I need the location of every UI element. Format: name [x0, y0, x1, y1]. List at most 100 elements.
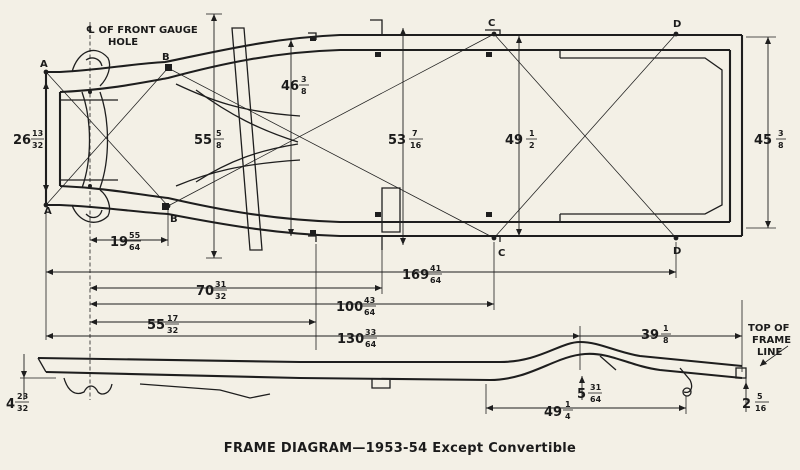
svg-text:64: 64	[129, 243, 141, 252]
svg-text:46: 46	[281, 79, 299, 94]
svg-text:64: 64	[365, 340, 377, 349]
side-rear-bumper-bracket	[735, 367, 747, 379]
front-gauge-note-line1: ℄ OF FRONT GAUGE	[86, 25, 198, 36]
svg-text:130: 130	[337, 332, 364, 347]
svg-text:169: 169	[402, 268, 429, 283]
front-crossmember	[60, 91, 118, 189]
svg-text:32: 32	[215, 292, 226, 301]
svg-text:1: 1	[565, 400, 571, 409]
svg-text:53: 53	[388, 133, 406, 148]
svg-text:2: 2	[529, 141, 535, 150]
point-c-bottom: C	[498, 248, 505, 259]
lower-rail-inner	[59, 184, 730, 224]
dim-53: 53 7 16	[388, 129, 423, 150]
upper-rail-outer	[59, 33, 742, 74]
dim-2: 2 5 16	[742, 392, 769, 413]
diagonal-lines	[45, 33, 677, 239]
dim-5: 5 31 64	[577, 383, 602, 404]
point-c-top: C	[488, 18, 495, 29]
side-rail-bottom	[45, 352, 743, 382]
svg-text:100: 100	[336, 300, 363, 315]
svg-text:64: 64	[590, 395, 602, 404]
rear-kickup	[559, 50, 723, 222]
svg-text:5: 5	[577, 387, 586, 402]
svg-text:45: 45	[754, 133, 772, 148]
svg-text:17: 17	[167, 314, 178, 323]
svg-text:19: 19	[110, 235, 128, 250]
dim-39: 39 1 8	[641, 324, 671, 345]
side-dimensions	[20, 354, 749, 414]
side-shackle	[682, 387, 692, 397]
dim-4: 4 23 32	[6, 392, 29, 413]
measurement-points	[43, 31, 679, 241]
svg-text:31: 31	[215, 280, 227, 289]
upper-rail-inner	[59, 48, 730, 94]
side-details	[139, 355, 693, 399]
svg-text:2: 2	[742, 397, 751, 412]
caption-sub: Except Convertible	[432, 441, 577, 456]
front-gauge-note-line2: HOLE	[108, 37, 138, 48]
svg-text:16: 16	[755, 404, 767, 413]
top-frame-note-line3: LINE	[757, 347, 782, 358]
front-spring-pocket-top	[71, 49, 111, 87]
svg-text:64: 64	[364, 308, 376, 317]
svg-text:31: 31	[590, 383, 602, 392]
svg-text:64: 64	[430, 276, 442, 285]
dim-55-17-32: 55 17 32	[147, 314, 179, 335]
dim-49-quarter: 49 1 4	[544, 400, 573, 421]
svg-text:5: 5	[757, 392, 763, 401]
dim-19: 19 55 64	[110, 231, 141, 252]
svg-text:26: 26	[13, 133, 31, 148]
rear-crossmember	[728, 35, 744, 236]
svg-text:39: 39	[641, 328, 659, 343]
svg-text:8: 8	[216, 141, 222, 150]
svg-text:41: 41	[430, 264, 442, 273]
svg-text:70: 70	[196, 284, 214, 299]
point-d-top: D	[673, 19, 681, 30]
svg-text:8: 8	[301, 87, 307, 96]
point-d-bottom: D	[673, 246, 681, 257]
point-b-bottom: B	[170, 214, 178, 225]
dim-130: 130 33 64	[337, 328, 377, 349]
dim-49-half: 49 1 2	[505, 129, 537, 150]
svg-text:1: 1	[663, 324, 669, 333]
front-spring-pocket-bottom	[71, 189, 111, 223]
dim-55-5-8: 55 5 8	[194, 129, 224, 150]
svg-text:55: 55	[147, 318, 165, 333]
svg-text:3: 3	[301, 75, 307, 84]
svg-text:16: 16	[410, 141, 422, 150]
svg-text:32: 32	[167, 326, 178, 335]
frame-top-view	[44, 19, 744, 251]
width-dimensions	[43, 13, 776, 259]
caption-main: FRAME DIAGRAM—1953-54	[223, 441, 428, 456]
top-frame-note-line2: FRAME	[752, 335, 791, 346]
top-frame-note-line1: TOP OF	[748, 323, 789, 334]
dim-45: 45 3 8	[754, 129, 786, 150]
svg-text:33: 33	[365, 328, 376, 337]
frame-side-view	[37, 340, 747, 399]
svg-text:32: 32	[32, 141, 43, 150]
dim-70: 70 31 32	[196, 280, 227, 301]
svg-text:23: 23	[17, 392, 28, 401]
dim-169: 169 41 64	[402, 264, 442, 285]
point-a-top: A	[40, 59, 48, 70]
lower-rail-outer	[59, 203, 742, 238]
svg-text:32: 32	[17, 404, 28, 413]
point-b-top: B	[162, 52, 170, 63]
svg-text:3: 3	[778, 129, 784, 138]
svg-text:13: 13	[32, 129, 43, 138]
svg-text:55: 55	[194, 133, 212, 148]
brackets	[308, 19, 501, 250]
mid-crossmember	[381, 187, 401, 233]
svg-text:8: 8	[663, 336, 669, 345]
svg-text:5: 5	[216, 129, 222, 138]
svg-text:49: 49	[544, 405, 562, 420]
svg-text:43: 43	[364, 296, 375, 305]
svg-text:8: 8	[778, 141, 784, 150]
side-rail-top	[37, 340, 743, 368]
svg-text:1: 1	[529, 129, 535, 138]
length-dimensions	[45, 210, 743, 372]
svg-text:55: 55	[129, 231, 141, 240]
